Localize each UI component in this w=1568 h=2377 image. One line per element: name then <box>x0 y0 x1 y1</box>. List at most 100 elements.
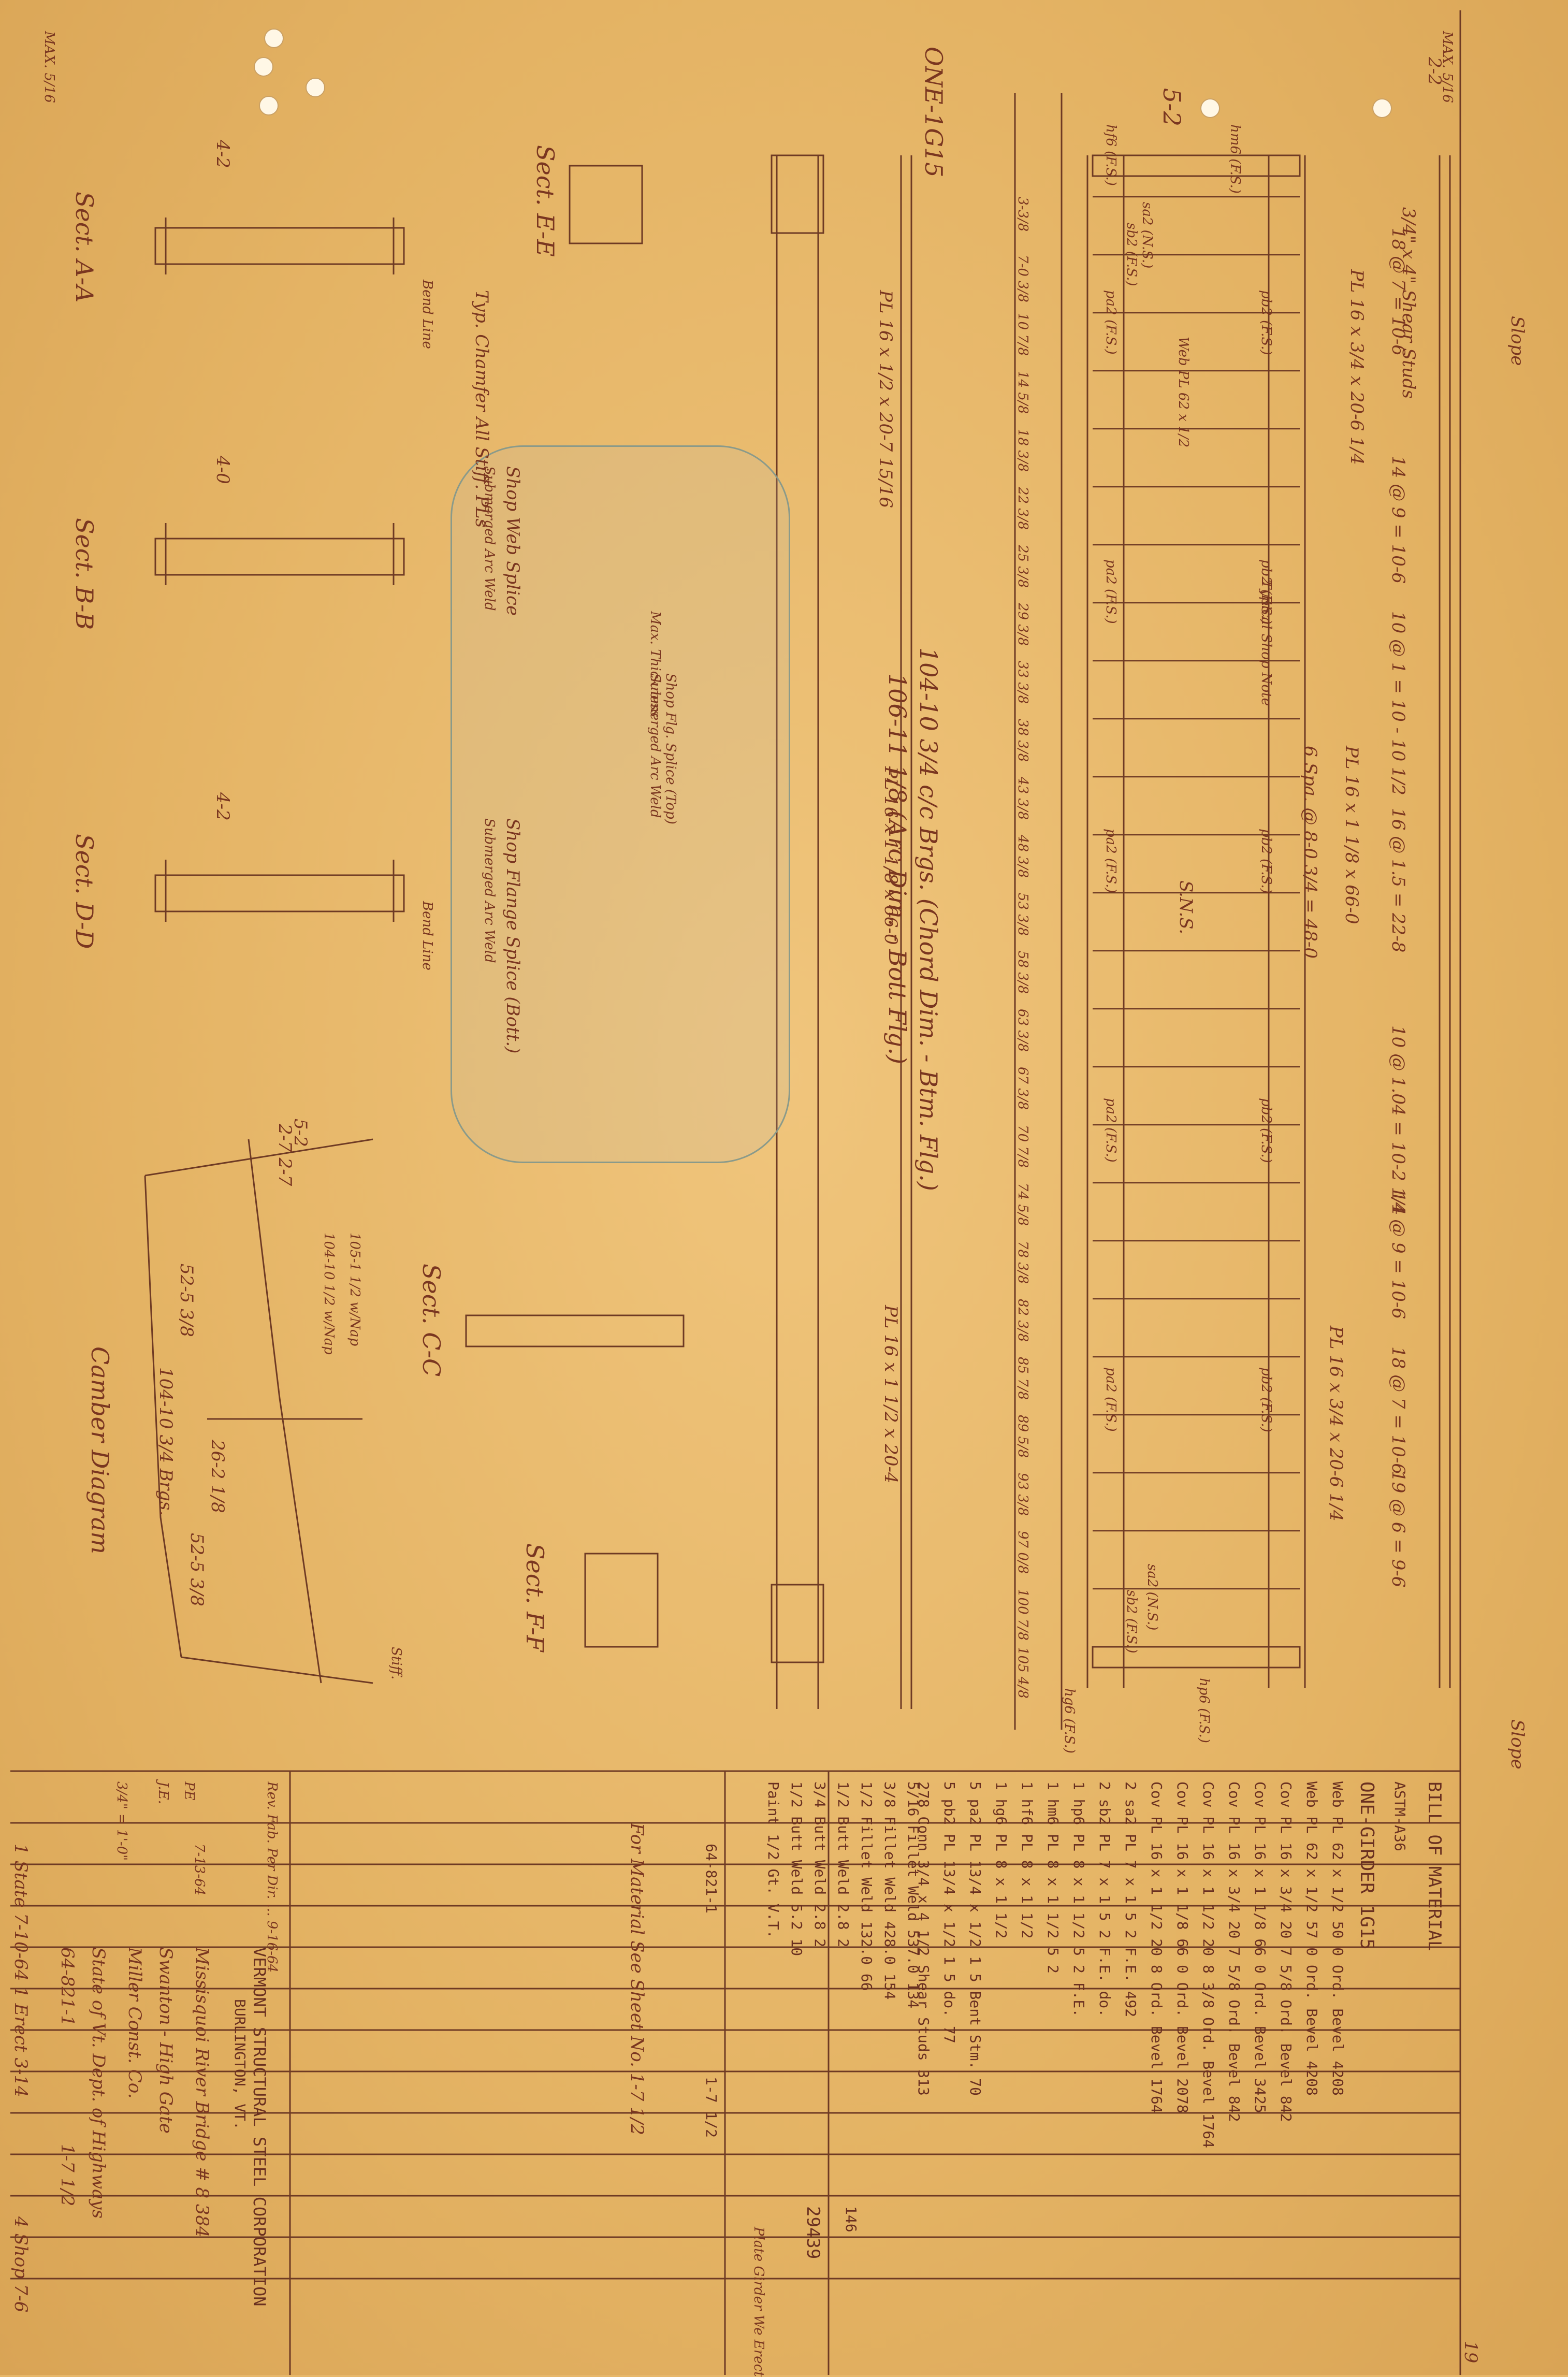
dim-top: 5-2 <box>1158 88 1186 127</box>
end-label: sa2 (N.S.) <box>1144 1564 1160 1631</box>
flange-splice-sub: Submerged Arc Weld <box>482 818 497 963</box>
dim-dd: 4-2 <box>212 792 233 821</box>
section-aa-title: Sect. A-A <box>70 192 98 303</box>
spacing-3: 10 @ 1 = 10 - 10 1/2 <box>1388 611 1409 795</box>
bom-weld-row: Paint 1/2 Gt. V.T. <box>765 1781 782 1939</box>
bom-sheet-no: 1-7 1/2 <box>703 2077 720 2138</box>
ordinate-value: 89 5/8 <box>1015 1415 1030 1458</box>
bom-girder-line: ONE-GIRDER 1G15 <box>1356 1781 1377 1950</box>
flange-splice-title: Shop Flange Splice (Bott.) <box>502 818 523 1054</box>
section-bb-title: Sect. B-B <box>70 518 98 630</box>
spacing-8: 19 @ 6 = 9-6 <box>1388 1471 1409 1588</box>
end-label: sb2 (F.S.) <box>1124 223 1139 286</box>
punch-hole <box>259 96 279 115</box>
plate-bot: PL 16 x 1 1/2 x 20-4 <box>880 1305 901 1484</box>
camber-d3: 104-10 1/2 w/Nap <box>321 1233 337 1355</box>
dim-bb: 4-0 <box>212 456 233 484</box>
section-dd-title: Sect. D-D <box>70 834 98 949</box>
bom-row: Cov PL 16 x 1 1/2 20 8 Ord. Bevel 1764 <box>1148 1781 1165 2113</box>
shop-splice-callout-area <box>451 445 790 1163</box>
stiffener-label: pa2 (F.S.) <box>1103 290 1119 355</box>
bom-row: Web PL 62 x 1/2 50 0 Ord. Bevel 4208 <box>1329 1781 1346 2096</box>
bom-weld-row: 1/2 Butt Weld 2.8 2 <box>835 1781 852 1948</box>
spacing-4: 16 @ 1.5 = 22-8 <box>1388 808 1409 953</box>
spacing-2: 14 @ 9 = 10-6 <box>1388 456 1409 584</box>
bom-row: Cov PL 16 x 3/4 20 7 5/8 Ord. Bevel 842 <box>1277 1781 1295 2122</box>
bom-row: 2 sb2 PL 7 x 1 5 2 F.E. do. <box>1096 1781 1113 2018</box>
max-thickness-note: Max. Thickness <box>647 611 663 717</box>
ordinate-value: 85 7/8 <box>1015 1357 1030 1400</box>
section-cc-title: Sect. C-C <box>417 1264 445 1377</box>
stiffener-label: pb2 (F.S.) <box>1258 290 1274 355</box>
bom-weld-row: 3/4 Butt Weld 2.8 2 <box>811 1781 829 1948</box>
ordinate-value: 10 7/8 <box>1015 313 1030 356</box>
bom-row: Web PL 62 x 1/2 57 0 Ord. Bevel 4208 <box>1303 1781 1320 2096</box>
camber-d7: 26-2 1/8 <box>207 1440 228 1513</box>
camber-stiff: Stiff. <box>388 1647 404 1680</box>
bend-line-aa: Bend Line <box>419 280 435 349</box>
stiffener-label: pa2 (F.S.) <box>1103 559 1119 624</box>
bend-line-dd: Bend Line <box>419 901 435 970</box>
bom-row: 1 hg6 PL 8 x 1 1/2 <box>993 1781 1010 1939</box>
stiffener-label: pa2 (F.S.) <box>1103 829 1119 893</box>
punch-hole <box>254 57 273 77</box>
end-label: sb2 (F.S.) <box>1124 1590 1139 1654</box>
end-label: hf6 (F.S.) <box>1103 124 1119 186</box>
bom-row: Cov PL 16 x 1 1/8 66 0 Ord. Bevel 3425 <box>1252 1781 1269 2113</box>
bom-row: 1 hf6 PL 8 x 1 1/2 <box>1019 1781 1036 1939</box>
stiffener-label: pa2 (F.S.) <box>1103 1098 1119 1163</box>
stiffener-label: pb2 (F.S.) <box>1258 829 1274 894</box>
plate-mid: PL 16 x 1 1/8 x 66-0 <box>880 766 901 945</box>
ordinate-value: 25 3/8 <box>1015 545 1030 588</box>
camber-d6: 104-10 3/4 Brgs. <box>155 1367 176 1516</box>
section-ff-title: Sect. F-F <box>521 1543 549 1652</box>
dim-top-2: 2-2 <box>1424 57 1445 85</box>
sheet-number: 1-7 1/2 <box>57 2144 78 2207</box>
ordinate-value: 78 3/8 <box>1015 1241 1030 1284</box>
bom-see-note: For Material See Sheet No. 1-7 1/2 <box>627 1823 647 2135</box>
end-label: sa2 (N.S.) <box>1139 202 1155 269</box>
ordinate-value: 97 0/8 <box>1015 1531 1030 1574</box>
web-splice-sub: Submerged Arc Weld <box>482 466 497 611</box>
bom-weld-row: 1/2 Fillet Weld 132.0 66 <box>858 1781 875 1991</box>
corner-max-note-top: MAX. 5/16 <box>41 31 57 103</box>
drawing-date: 7-13-64 <box>192 1844 207 1896</box>
architect-name: State of Vt. Dept. of Highways <box>88 1947 109 2219</box>
customer-name: Miller Const. Co. <box>124 1947 145 2099</box>
bom-header: BILL OF MATERIAL <box>1424 1781 1445 1951</box>
girder-mark: ONE-1G15 <box>920 47 948 178</box>
camber-title: Camber Diagram <box>86 1346 114 1555</box>
end-label: hp6 (F.S.) <box>1196 1678 1212 1743</box>
drawn-by: J.E. <box>155 1781 171 1804</box>
ordinate-value: 43 3/8 <box>1015 777 1030 820</box>
stiffener-label: pb2 (F.S.) <box>1258 1367 1274 1432</box>
ordinate-value: 58 3/8 <box>1015 951 1030 994</box>
web-splice-title: Shop Web Splice <box>502 466 523 616</box>
ordinate-value: 14 5/8 <box>1015 371 1030 414</box>
company-name: VERMONT STRUCTURAL STEEL CORPORATION <box>250 1947 269 2307</box>
slope-note-bottom: Slope <box>1507 1719 1528 1770</box>
camber-d4: 105-1 1/2 w/Nap <box>347 1233 362 1346</box>
plate-top: PL 16 x 1/2 x 20-7 15/16 <box>875 290 896 508</box>
ordinate-value: 82 3/8 <box>1015 1299 1030 1342</box>
ordinate-value: 74 5/8 <box>1015 1183 1030 1226</box>
bom-weld-row: 5/16 Fillet Weld 537.0 134 <box>905 1781 922 2009</box>
dim-aa: 4-2 <box>212 140 233 168</box>
circled-sheet-number: 19 <box>1460 2341 1481 2364</box>
spacing-6: 14 @ 9 = 10-6 <box>1388 1191 1409 1319</box>
footer-left-note: 1 State 7-10-64 1 Erect 3-14 <box>10 1844 31 2097</box>
bom-job-no: 64-821-1 <box>703 1844 720 1914</box>
end-label: hm6 (F.S.) <box>1227 124 1243 194</box>
bom-row: Cov PL 16 x 3/4 20 7 5/8 Ord. Bevel 842 <box>1226 1781 1243 2122</box>
job-number: 64-821-1 <box>57 1947 78 2026</box>
flange-top-splice-title: Shop Flg. Splice (Top) <box>663 673 678 824</box>
bom-total: 29439 <box>803 2206 823 2259</box>
section-ee-title: Sect. E-E <box>531 145 559 257</box>
spacing-7: 18 @ 7 = 10-6 <box>1388 1346 1409 1474</box>
bom-weld-row: 1/2 Butt Weld 5.2 10 <box>788 1781 805 1956</box>
ordinate-value: 3-3/8 <box>1015 197 1030 232</box>
bearing-note: 104-10 3/4 c/c Brgs. (Chord Dim. - Btm. … <box>914 647 942 1191</box>
footer-right-note: 4 Shop 7-6 <box>10 2216 31 2313</box>
